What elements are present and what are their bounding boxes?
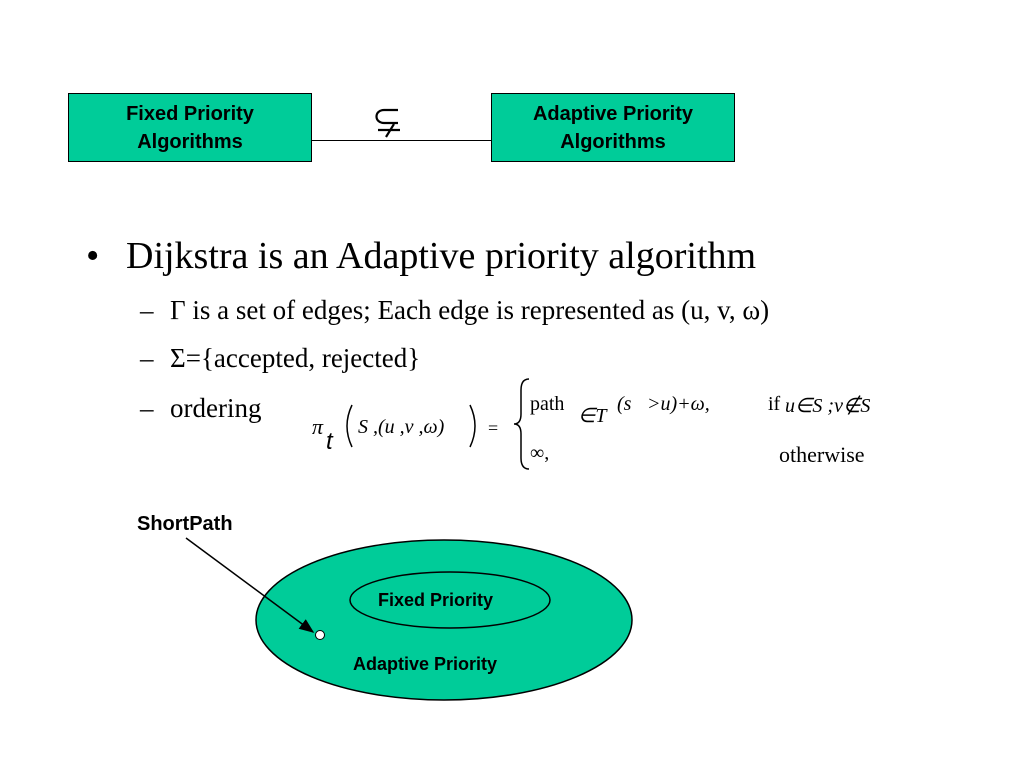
shortpath-point [315,630,325,640]
fixed-priority-box-line2: Algorithms [137,130,243,153]
formula-case2-expr: ∞, [530,442,550,464]
shortpath-label: ShortPath [137,513,233,535]
main-bullet: • Dijkstra is an Adaptive priority algori… [86,234,756,278]
formula-case1-path: path [530,393,565,415]
sub-bullet-edges: –Γ is a set of edges; Each edge is repre… [140,295,770,325]
formula-parens [346,404,476,448]
formula-brace [513,378,530,470]
formula-args: S ,(u ,v ,ω) [358,416,445,438]
bullet-dot: • [86,235,100,277]
adaptive-priority-algorithms-box: Adaptive Priority Algorithms [491,93,735,162]
formula-case1-sub: ∈T [578,405,607,427]
formula-pi: π [312,414,324,439]
formula-case1-cond: u∈S ;v∉S [785,395,871,417]
connector-line [312,140,491,141]
sub-bullet-sigma: –Σ={accepted, rejected} [140,343,421,373]
sub-bullet-ordering-text: ordering [170,393,262,423]
fixed-priority-box-line1: Fixed Priority [126,102,254,125]
adaptive-priority-box-line2: Algorithms [560,130,666,153]
adaptive-priority-ellipse [255,539,633,701]
shortpath-arrow [185,537,315,633]
formula-case1-expr: (s⃞>u)+ω, [617,393,710,415]
formula-t: t [326,428,333,455]
main-bullet-text: Dijkstra is an Adaptive priority algorit… [126,235,757,277]
formula-case1-if: if [768,393,781,415]
adaptive-priority-label: Adaptive Priority [353,654,498,674]
sub-bullet-edges-text: Γ is a set of edges; Each edge is repres… [170,295,770,325]
fixed-priority-algorithms-box: Fixed Priority Algorithms [68,93,312,162]
proper-subset-icon [375,108,400,138]
sub-bullet-ordering: –ordering [140,393,262,423]
formula-case2-cond: otherwise [779,442,865,467]
formula-equals: = [488,418,499,438]
fixed-priority-label: Fixed Priority [378,590,494,610]
adaptive-priority-box-line1: Adaptive Priority [532,102,694,125]
fixed-priority-ellipse [349,571,551,629]
sub-bullet-sigma-text: Σ={accepted, rejected} [170,343,421,373]
